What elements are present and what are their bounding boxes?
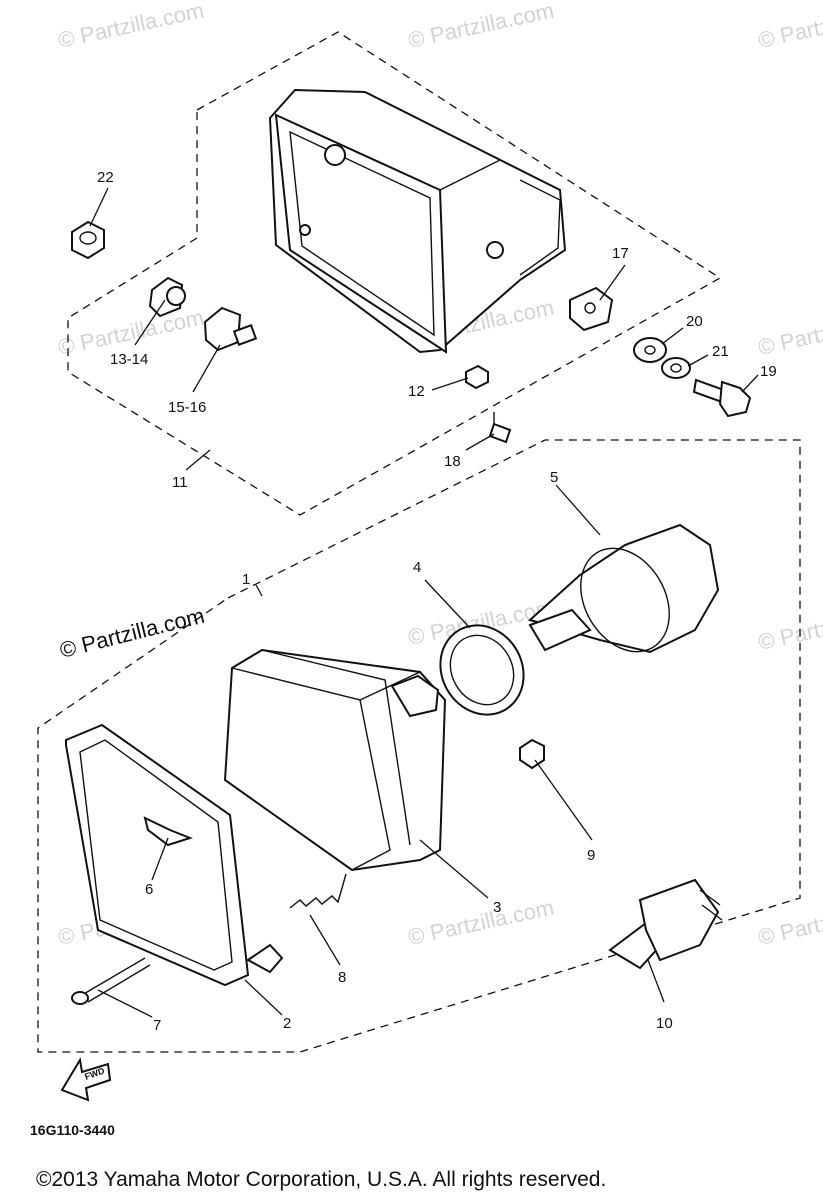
- label-21: 21: [712, 343, 729, 360]
- nut-22: [71, 220, 105, 260]
- housing-group-outline: [67, 31, 722, 516]
- fwd-arrow-icon: FWD: [60, 1057, 112, 1102]
- label-8: 8: [338, 969, 346, 986]
- screw-7: [71, 957, 151, 1005]
- watermark: © Partzilla.com: [756, 305, 823, 360]
- watermark: © Partzilla.com: [406, 895, 556, 950]
- label-20: 20: [686, 313, 703, 330]
- label-13-14: 13-14: [110, 351, 148, 368]
- washer-21: [661, 357, 691, 379]
- label-18: 18: [444, 453, 461, 470]
- leader-lines: [89, 187, 759, 1018]
- watermark: © Partzilla.com: [56, 0, 206, 53]
- label-5: 5: [550, 469, 558, 486]
- spring-8: [289, 873, 347, 909]
- copyright-footer: ©2013 Yamaha Motor Corporation, U.S.A. A…: [36, 1168, 606, 1191]
- label-9: 9: [587, 847, 595, 864]
- label-11: 11: [172, 474, 188, 491]
- label-6: 6: [145, 881, 153, 898]
- label-2: 2: [283, 1015, 291, 1032]
- screw-18: [488, 412, 512, 444]
- adjuster-13-14: [148, 276, 186, 318]
- label-12: 12: [408, 383, 425, 400]
- headlight-housing: [268, 88, 567, 354]
- diagram-code: 16G110-3440: [30, 1122, 115, 1138]
- lens-group-outline: [37, 439, 801, 1053]
- lens-unit: [223, 648, 447, 872]
- label-17: 17: [612, 245, 629, 262]
- nut-12: [465, 364, 489, 390]
- headlight-rim: [65, 723, 284, 987]
- bulb-10: [608, 878, 723, 970]
- label-7: 7: [153, 1017, 161, 1034]
- washer-20: [633, 337, 667, 363]
- bolt-19: [692, 378, 752, 418]
- watermark: © Partzilla.com: [756, 600, 823, 655]
- watermark: © Partzilla.com: [756, 895, 823, 950]
- nut-9: [519, 738, 545, 770]
- label-3: 3: [493, 899, 501, 916]
- label-19: 19: [760, 363, 777, 380]
- bulb-socket-5: [527, 523, 720, 654]
- label-1: 1: [242, 571, 250, 588]
- part-labels: 22 13-14 15-16 17 20 21 19 12 18 11 1 5 …: [97, 169, 777, 1034]
- bracket-17: [569, 286, 614, 332]
- label-10: 10: [656, 1015, 673, 1032]
- socket-ring-4: [439, 624, 525, 716]
- adjuster-15-16: [203, 306, 258, 352]
- label-15-16: 15-16: [168, 399, 206, 416]
- partzilla-watermark: © Partzilla.com: [57, 603, 207, 663]
- label-22: 22: [97, 169, 114, 186]
- watermark: © Partzilla.com: [756, 0, 823, 53]
- label-4: 4: [413, 559, 421, 576]
- watermark: © Partzilla.com: [406, 0, 556, 53]
